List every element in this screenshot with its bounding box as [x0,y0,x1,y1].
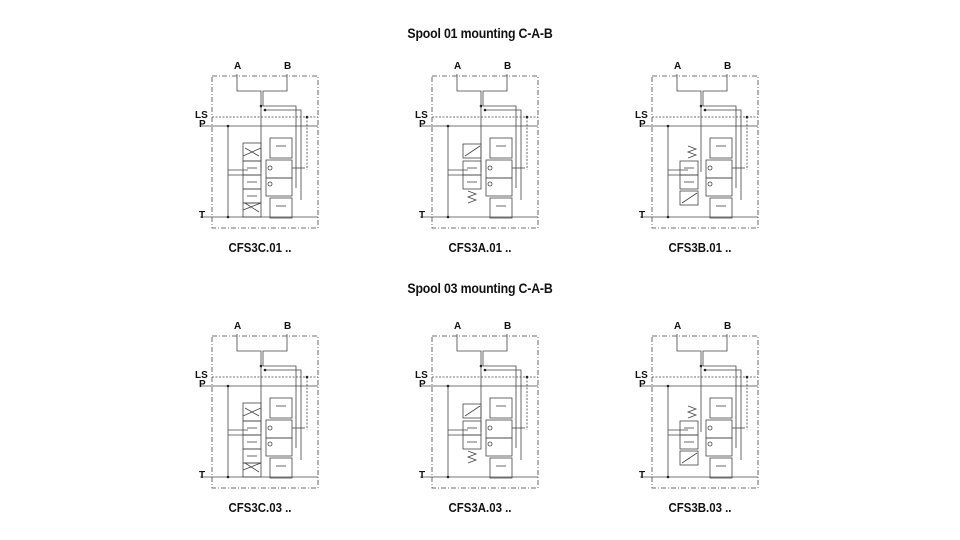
model-caption: CFS3A.03 .. [448,500,512,515]
port-label-a: A [454,61,462,72]
model-caption: CFS3C.03 .. [228,500,292,515]
section-title-spool-01: Spool 01 mounting C-A-B [407,25,553,41]
port-label-ls: LS [415,110,428,121]
port-label-t: T [419,210,426,221]
port-label-ls: LS [635,110,648,121]
model-caption: CFS3B.01 .. [668,240,732,255]
port-label-b: B [724,321,732,332]
port-label-t: T [419,470,426,481]
model-caption: CFS3C.01 .. [228,240,292,255]
hydraulic-schematic-cfs3c-03: A B LS P T [190,320,330,495]
port-label-p: P [639,119,646,130]
port-label-b: B [504,321,512,332]
port-label-t: T [639,470,646,481]
port-label-a: A [234,321,242,332]
frame-border [651,75,759,229]
port-label-ls: LS [635,370,648,381]
schematic-drawing [640,74,759,229]
port-label-t: T [199,210,206,221]
model-caption: CFS3B.03 .. [668,500,732,515]
port-label-p: P [199,379,206,390]
port-label-b: B [284,321,292,332]
port-label-ls: LS [195,110,208,121]
port-label-p: P [639,379,646,390]
schematic-drawing [200,334,319,489]
schematic-drawing [640,334,759,489]
schematic-drawing [420,74,539,229]
port-label-a: A [674,61,682,72]
port-label-t: T [199,470,206,481]
port-label-t: T [639,210,646,221]
hydraulic-schematic-cfs3b-01: A B LS P T [630,60,770,235]
hydraulic-schematic-cfs3c-01: A B LS P T [190,60,330,235]
port-label-ls: LS [415,370,428,381]
model-caption: CFS3A.01 .. [448,240,512,255]
frame-border [211,75,319,229]
port-label-p: P [419,379,426,390]
port-label-b: B [284,61,292,72]
port-label-ls: LS [195,370,208,381]
frame-border [431,75,539,229]
port-label-p: P [199,119,206,130]
hydraulic-schematic-cfs3a-03: A B LS P T [410,320,550,495]
port-label-b: B [724,61,732,72]
frame-border [211,335,319,489]
port-label-b: B [504,61,512,72]
port-label-a: A [674,321,682,332]
section-title-spool-03: Spool 03 mounting C-A-B [407,280,553,296]
schematic-drawing [420,334,539,489]
frame-border [431,335,539,489]
frame-border [651,335,759,489]
port-label-p: P [419,119,426,130]
hydraulic-schematic-cfs3b-03: A B LS P T [630,320,770,495]
port-label-a: A [234,61,242,72]
hydraulic-schematic-cfs3a-01: A B LS P T [410,60,550,235]
port-label-a: A [454,321,462,332]
schematic-drawing [200,74,319,229]
